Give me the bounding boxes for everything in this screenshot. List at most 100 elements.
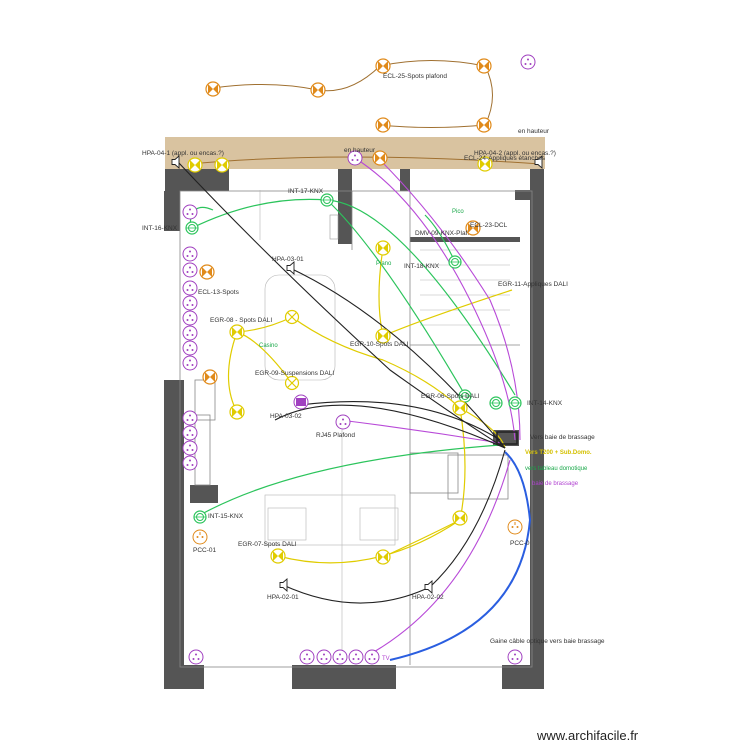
socket-icon[interactable] [182,440,198,456]
socket-icon[interactable] [316,649,332,665]
watermark: www.archifacile.fr [536,728,639,743]
dali-fixtures [229,220,481,565]
dali-spot-icon[interactable] [452,400,468,416]
panel-icon [329,214,339,240]
dali-spot-icon[interactable] [452,510,468,526]
socket-icon[interactable] [188,649,204,665]
bottom-sockets [188,414,523,665]
dali-spot-icon[interactable] [375,549,391,565]
dali-spot-icon[interactable] [229,324,245,340]
label-egr11: EGR-11-Appliques DALI [498,281,568,288]
spot-icon[interactable] [476,117,492,133]
socket-icon[interactable] [182,295,198,311]
label-egr06: EGR-06-Spots DALI [421,393,480,400]
spot-icon[interactable] [476,58,492,74]
suspension-light-icon[interactable] [284,375,300,391]
label-gaine: Gaine câble optique vers baie brassage [490,638,605,645]
label-ecl25: ECL-25-Spots plafond [383,73,447,80]
socket-icon[interactable] [182,246,198,262]
label-egr09: EGR-09-Suspensions DALI [255,370,334,377]
socket-icon[interactable] [332,649,348,665]
label-ecl13: ECL-13-Spots [198,289,240,296]
label-int15: INT-15-KNX [208,513,244,520]
socket-icon[interactable] [335,414,351,430]
socket-icon[interactable] [182,204,198,220]
socket-icon[interactable] [507,519,523,535]
socket-icon[interactable] [192,529,208,545]
label-piano: Piano [376,261,392,267]
speaker-icon[interactable] [279,578,288,592]
label-casino: Casino [259,343,278,349]
label-en-hauteur-mid: en hauteur [344,147,376,154]
knx-switch-icon[interactable] [508,396,522,410]
speaker-icon[interactable] [286,261,295,275]
socket-icon[interactable] [182,262,198,278]
spot-icon[interactable] [199,264,215,280]
spot-icon[interactable] [375,58,391,74]
label-hpa03-02: HPA-03-02 [270,413,302,420]
interior-lines [179,190,533,668]
socket-icon[interactable] [182,325,198,341]
patch-bay-icon [496,431,518,445]
knx-switch-icon[interactable] [193,510,207,524]
label-ecl23: ECL-23-DCL [470,222,508,229]
label-int16: INT-16-KNX [142,225,178,232]
label-rj45: RJ45 Plafond [316,432,355,439]
socket-icon[interactable] [182,340,198,356]
label-dmv09: DMV-09-KNX-Plaf. [415,230,469,237]
label-pico: Pico [452,209,464,215]
label-vers-baie2: baie de brassage [532,481,579,487]
label-vers-t200: Vers T200 + Sub.Domo. [525,450,592,456]
spot-icon[interactable] [372,150,388,166]
socket-icon[interactable] [364,649,380,665]
dali-spot-icon[interactable] [187,157,203,173]
knx-switch-icon[interactable] [489,396,503,410]
spot-icon[interactable] [202,369,218,385]
label-ecl24: ECL-24-Appliques étanches [464,155,546,162]
knx-switches [185,193,522,524]
label-int18: INT-18-KNX [404,263,440,270]
label-hpa04-2: HPA-04-2 (appl. ou encas.?) [474,150,556,157]
label-en-hauteur-top: en hauteur [518,128,550,135]
label-vers-baie: Vers baie de brassage [530,434,595,441]
left-sockets [182,204,218,471]
knx-switch-icon[interactable] [320,193,334,207]
label-pcc02: PCC-0 [510,540,530,547]
label-hpa04-1: HPA-04-1 (appl. ou encas.?) [142,150,224,157]
label-vers-tableau: vers tableau domotique [525,466,588,472]
socket-icon[interactable] [299,649,315,665]
label-hpa03-01: HPA-03-01 [272,256,304,263]
label-hpa02-02: HPA-02-02 [412,594,444,601]
spot-icon[interactable] [205,81,221,97]
socket-icon[interactable] [507,649,523,665]
socket-icon[interactable] [182,280,198,296]
dali-spot-icon[interactable] [214,157,230,173]
label-int17: INT-17-KNX [288,188,324,195]
label-egr08: EGR-08 - Spots DALI [210,317,272,324]
label-egr07: EGR-07-Spots DALI [238,541,297,548]
socket-icon[interactable] [182,355,198,371]
label-tv: TV [382,656,390,662]
label-egr10: EGR-10-Spots DALI [350,341,409,348]
walls [164,169,544,689]
dali-spot-icon[interactable] [229,404,245,420]
label-pcc01: PCC-01 [193,547,217,554]
socket-icon[interactable] [182,425,198,441]
socket-icon[interactable] [182,310,198,326]
labels: ECL-25-Spots plafond en hauteur en haute… [142,73,639,743]
spot-icon[interactable] [310,82,326,98]
socket-icon[interactable] [348,649,364,665]
socket-icon[interactable] [182,455,198,471]
socket-icon[interactable] [182,410,198,426]
spot-icon[interactable] [375,117,391,133]
rj45-port-icon [296,398,306,406]
socket-icon[interactable] [520,54,536,70]
dali-spot-icon[interactable] [375,240,391,256]
knx-switch-icon[interactable] [448,255,462,269]
speakers [279,261,433,594]
dali-spot-icon[interactable] [270,548,286,564]
knx-switch-icon[interactable] [185,221,199,235]
suspension-light-icon[interactable] [284,309,300,325]
speaker-icon[interactable] [424,580,433,594]
